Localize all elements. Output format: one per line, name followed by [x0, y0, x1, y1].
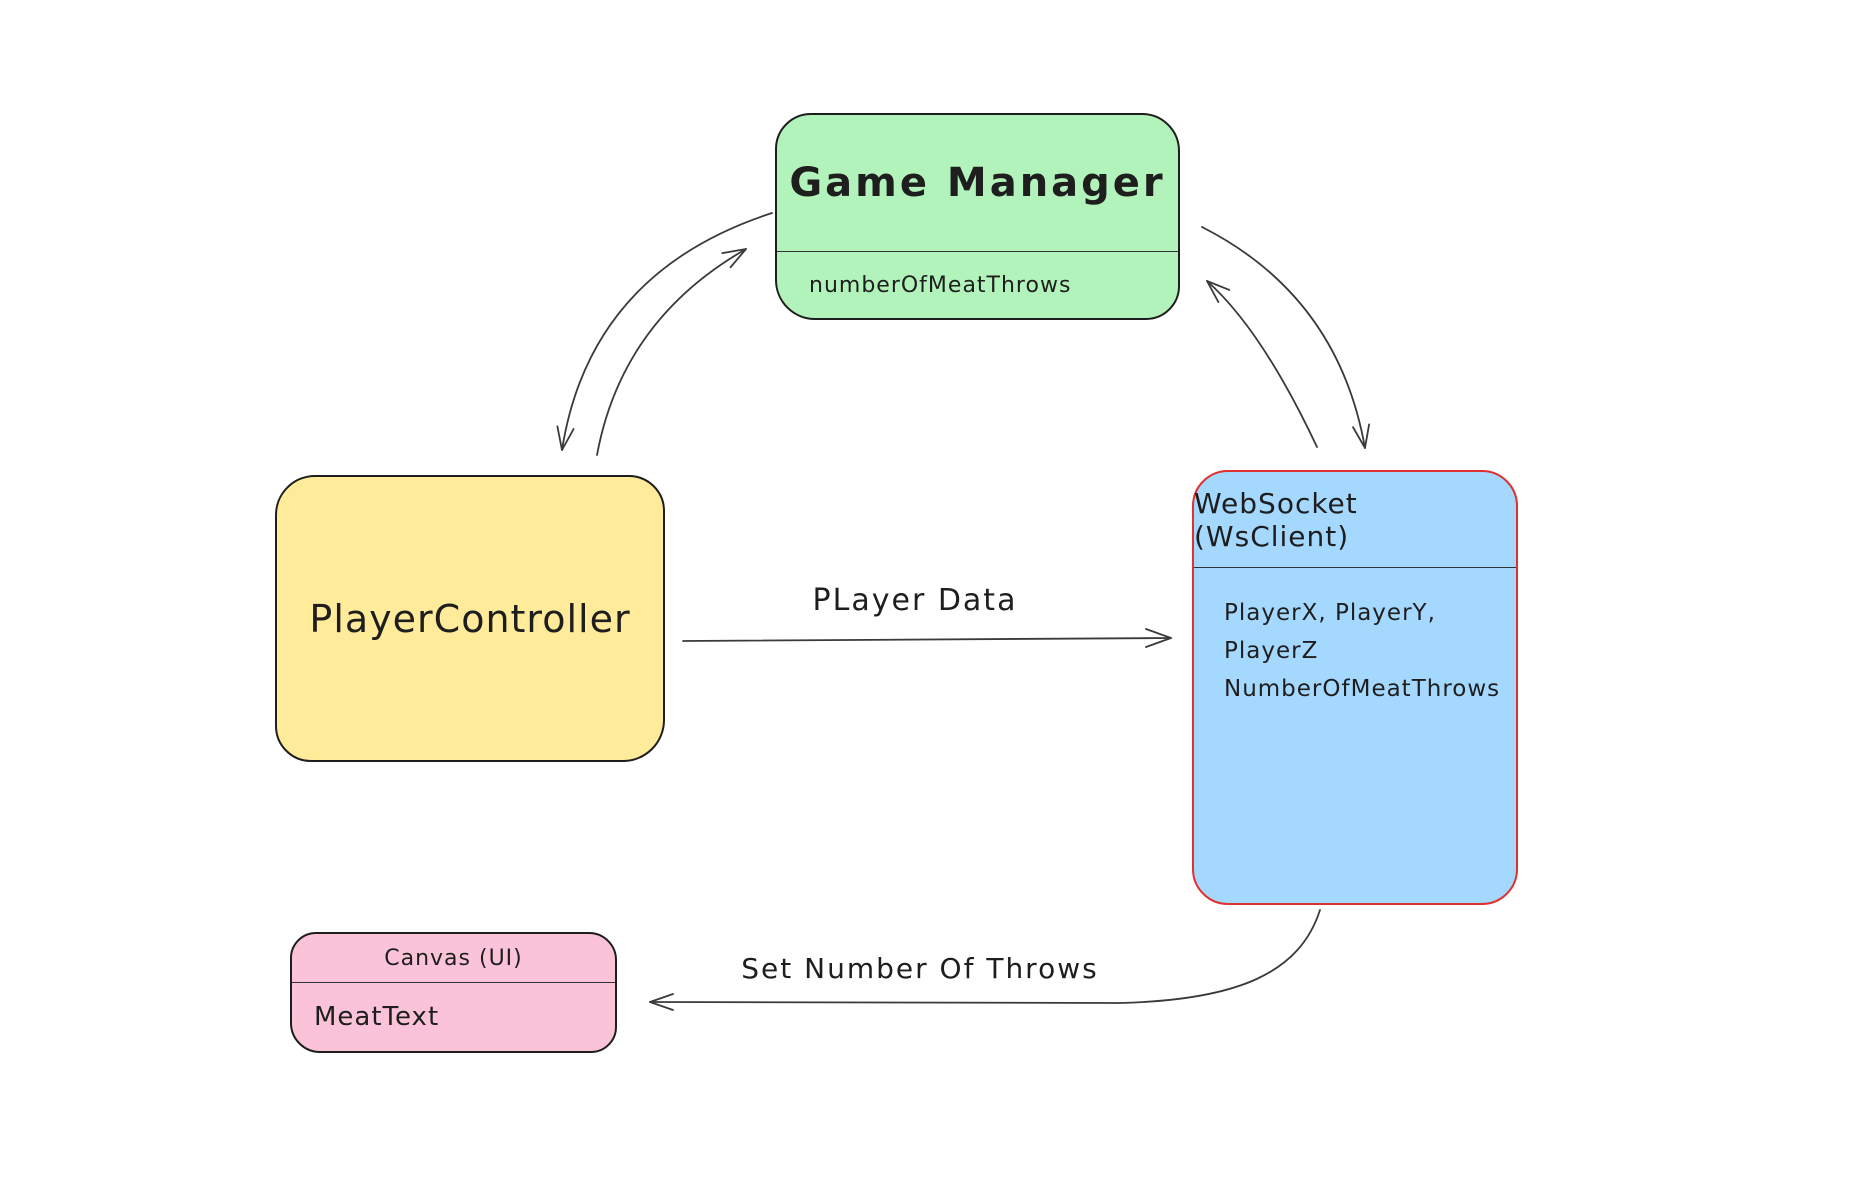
- edge-gamemanager-to-websocket[interactable]: [1201, 226, 1370, 449]
- edge-set-number-of-throws-arrow[interactable]: [649, 909, 1321, 1011]
- node-field: numberOfMeatThrows: [809, 272, 1072, 298]
- edge-playercontroller-to-gamemanager[interactable]: [596, 248, 747, 456]
- node-header: Canvas (UI): [292, 934, 615, 983]
- edge-gamemanager-to-playercontroller[interactable]: [556, 212, 773, 451]
- node-field: NumberOfMeatThrows: [1224, 676, 1501, 702]
- node-field: PlayerX, PlayerY, PlayerZ: [1224, 600, 1436, 664]
- node-body: numberOfMeatThrows: [777, 252, 1178, 318]
- edge-label-set-number-of-throws: Set Number Of Throws: [741, 952, 1099, 985]
- node-player-controller[interactable]: PlayerController: [275, 475, 665, 762]
- node-title: PlayerController: [309, 596, 631, 641]
- edge-label-player-data: PLayer Data: [812, 583, 1018, 618]
- edge-player-data-arrow[interactable]: [682, 628, 1172, 648]
- node-header: Game Manager: [777, 115, 1178, 252]
- node-field: MeatText: [314, 1002, 440, 1032]
- node-game-manager[interactable]: Game Manager numberOfMeatThrows: [775, 113, 1180, 320]
- node-header: WebSocket (WsClient): [1194, 472, 1516, 568]
- node-title: Canvas (UI): [384, 945, 523, 971]
- node-canvas-ui[interactable]: Canvas (UI) MeatText: [290, 932, 617, 1053]
- node-body: PlayerX, PlayerY, PlayerZ NumberOfMeatTh…: [1194, 568, 1516, 903]
- edge-websocket-to-gamemanager[interactable]: [1206, 280, 1318, 448]
- node-body: MeatText: [292, 983, 615, 1051]
- node-websocket[interactable]: WebSocket (WsClient) PlayerX, PlayerY, P…: [1192, 470, 1518, 905]
- node-title: WebSocket (WsClient): [1194, 486, 1358, 553]
- node-title: Game Manager: [789, 160, 1166, 206]
